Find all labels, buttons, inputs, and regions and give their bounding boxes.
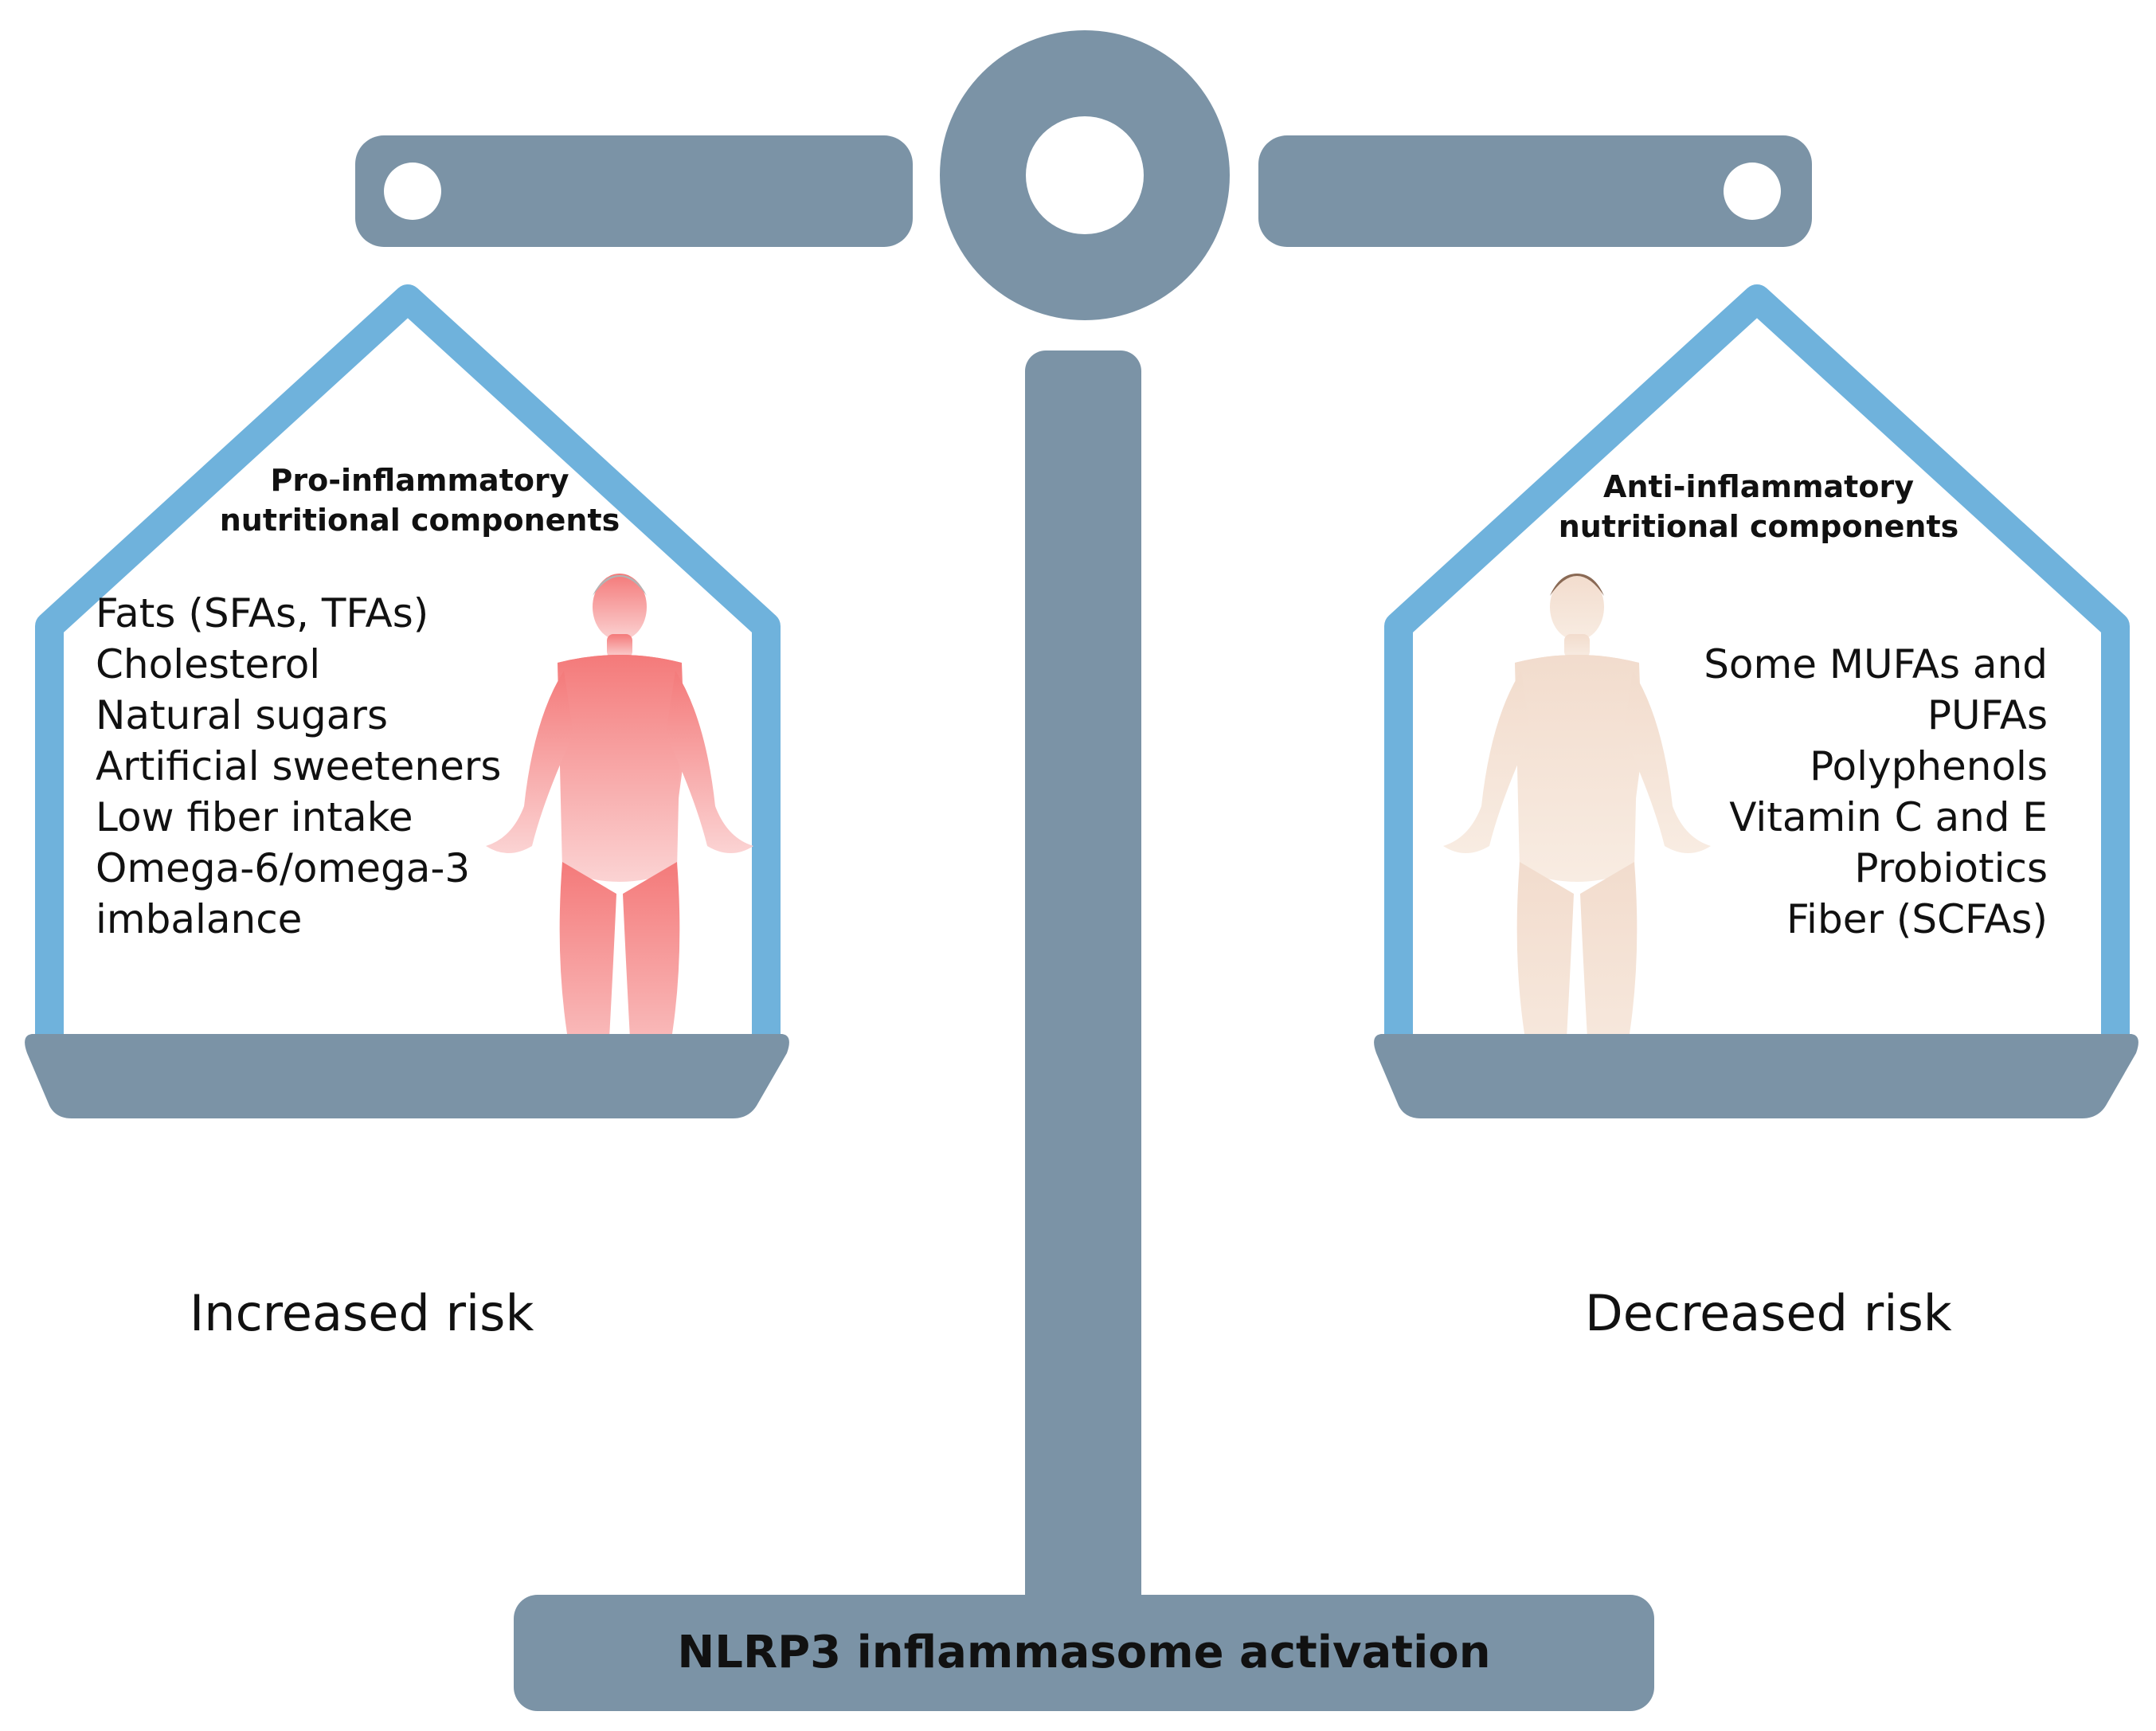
scale-base xyxy=(514,1595,1654,1711)
list-item: PUFAs xyxy=(1927,692,2048,738)
right-house-outline xyxy=(1384,284,2130,1034)
scale-beam-left xyxy=(355,135,913,247)
pro-heading-line1: Pro-inflammatory xyxy=(270,463,569,498)
list-item: Fiber (SCFAs) xyxy=(1786,896,2048,942)
pro-human-figure-icon xyxy=(486,574,753,1110)
pivot-hole xyxy=(1026,116,1144,234)
list-item: Artificial sweeteners xyxy=(96,743,502,789)
list-item: Cholesterol xyxy=(96,641,321,687)
scale-beam-right xyxy=(1258,135,1812,247)
list-item: Some MUFAs and xyxy=(1704,641,2048,687)
anti-figure-hair-icon xyxy=(1550,574,1604,596)
anti-inflammatory-heading: Anti-inflammatory nutritional components xyxy=(1528,467,1990,546)
list-item: Low fiber intake xyxy=(96,794,413,840)
scale-post xyxy=(1025,351,1141,1625)
anti-human-figure-icon xyxy=(1443,574,1711,1110)
pro-heading-line2: nutritional components xyxy=(219,503,620,538)
pro-inflammatory-list: Fats (SFAs, TFAs) Cholesterol Natural su… xyxy=(96,588,501,945)
left-house-outline xyxy=(35,284,781,1034)
decreased-risk-label: Decreased risk xyxy=(1585,1284,1952,1342)
anti-heading-line2: nutritional components xyxy=(1558,509,1959,544)
anti-heading-line1: Anti-inflammatory xyxy=(1603,469,1914,504)
list-item: Vitamin C and E xyxy=(1729,794,2048,840)
beam-left-hole xyxy=(384,163,441,220)
beam-right-hole xyxy=(1724,163,1781,220)
pro-figure-hair-icon xyxy=(593,575,647,596)
left-pan xyxy=(25,1034,789,1118)
list-item: Omega-6/omega-3 xyxy=(96,845,471,891)
list-item: imbalance xyxy=(96,896,303,942)
pro-inflammatory-heading: Pro-inflammatory nutritional components xyxy=(185,460,655,540)
list-item: Probiotics xyxy=(1854,845,2048,891)
list-item: Fats (SFAs, TFAs) xyxy=(96,590,429,636)
nlrp3-activation-label: NLRP3 inflammasome activation xyxy=(677,1627,1491,1678)
right-pan xyxy=(1374,1034,2138,1118)
list-item: Natural sugars xyxy=(96,692,389,738)
list-item: Polyphenols xyxy=(1810,743,2048,789)
increased-risk-label: Increased risk xyxy=(190,1284,534,1342)
anti-inflammatory-list: Some MUFAs and PUFAs Polyphenols Vitamin… xyxy=(1704,639,2048,945)
